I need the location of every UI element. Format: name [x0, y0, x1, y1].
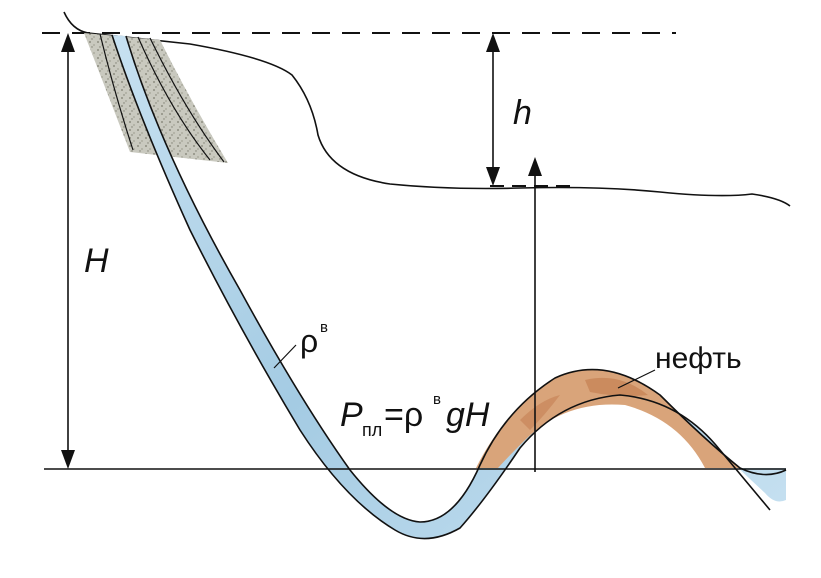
label-H: H [84, 242, 109, 280]
H-arrow-top-icon [61, 33, 75, 52]
water-layer [112, 35, 786, 539]
rock-layer-line-3 [149, 37, 225, 163]
formula-superscript: в [433, 391, 441, 408]
layer-bottom-boundary [111, 34, 771, 540]
oil-highlight [585, 377, 648, 396]
formula-subscript: пл [362, 420, 382, 440]
formula-tail: gH [446, 396, 490, 434]
H-arrow-bottom-icon [61, 450, 75, 469]
layer-top-boundary [125, 35, 787, 523]
pressure-arrow-head-icon [528, 157, 542, 176]
label-rho: ρ [300, 323, 318, 359]
rock-layer-line-1 [99, 33, 134, 151]
h-arrow-bottom-icon [486, 167, 500, 186]
formula-P: P [340, 396, 363, 434]
terrain-surface-line [63, 11, 791, 207]
label-oil: нефть [655, 342, 742, 375]
label-h: h [513, 94, 532, 132]
rock-outcrop [84, 33, 228, 163]
oil-trap [476, 369, 740, 468]
label-rho-superscript: в [320, 319, 328, 336]
formula-eq-rho: =ρ [384, 396, 423, 434]
h-arrow-top-icon [486, 33, 500, 52]
rho-leader-line [273, 344, 297, 369]
oil-leader-line [617, 369, 656, 389]
oil-highlight-2 [520, 395, 560, 430]
rock-layer-line-2 [137, 36, 211, 161]
